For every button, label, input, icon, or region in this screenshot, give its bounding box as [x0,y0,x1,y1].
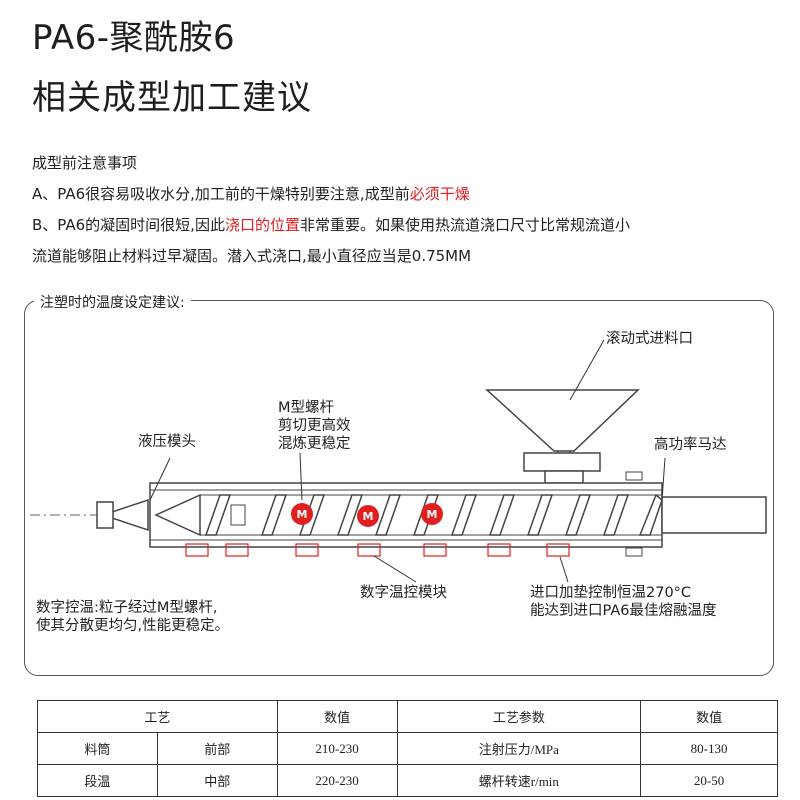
m-badge-text: M [297,508,308,521]
m-badge-circle [291,503,313,525]
note-b-highlight: 浇口的位置 [224,216,300,234]
nozzle-tip [111,498,149,532]
screw-label: M型螺杆 剪切更高效 混炼更稳定 [278,399,351,453]
note-a-text: A、PA6很容易吸收水分,加工前的干燥特别要注意,成型前 [32,185,410,203]
nozzle-cap [96,501,114,529]
nozzle-label: 液压模头 [138,434,196,450]
module-leader [373,555,417,583]
m-badge-text: M [427,508,438,521]
heater-band [487,543,511,557]
table-cell: 20-50 [640,764,778,797]
table-cell: 80-130 [640,732,778,765]
inlet-leader [559,556,569,583]
m-badge-1: M [291,503,313,525]
page-subtitle: 相关成型加工建议 [32,78,312,118]
digital-control-label: 数字控温:粒子经过M型螺杆, 使其分散更均匀,性能更稳定。 [36,599,229,635]
heater-band [185,543,209,557]
m-badge-2: M [357,505,379,527]
hopper-funnel [485,389,640,452]
table-cell: 料筒 [37,732,158,765]
screw-label-line1: M型螺杆 [278,400,335,416]
digital-control-line1: 数字控温:粒子经过M型螺杆, [36,600,218,616]
inlet-line1: 进口加垫控制恒温270°C [530,585,692,601]
table-header: 数值 [276,700,398,733]
note-b: B、PA6的凝固时间很短,因此浇口的位置非常重要。如果使用热流道浇口尺寸比常规流… [32,210,772,241]
motor-bolt-bottom [625,547,643,557]
table-cell: 段温 [37,764,158,797]
table-cell: 210-230 [276,732,398,765]
hopper-leader [569,339,605,401]
inlet-label: 进口加垫控制恒温270°C 能达到进口PA6最佳熔融温度 [530,584,716,620]
screw-label-line3: 混炼更稳定 [278,436,351,452]
motor-bolt-top [625,471,643,481]
table-cell: 220-230 [276,764,398,797]
table-cell: 螺杆转速r/min [396,764,642,797]
m-badge-3: M [421,503,443,525]
screw-label-line2: 剪切更高效 [278,418,351,434]
table-cell: 注射压力/MPa [396,732,642,765]
note-a-highlight: 必须干燥 [409,185,470,203]
heater-band [546,543,570,557]
digital-control-line2: 使其分散更均匀,性能更稳定。 [36,618,230,634]
heater-band [357,543,381,557]
check-ring [230,504,246,526]
m-badge-circle [421,503,443,525]
motor-shaft [661,496,767,534]
table-cell: 前部 [156,732,278,765]
page-title: PA6-聚酰胺6 [32,18,236,58]
screw-leader [299,452,303,501]
table-header: 数值 [640,700,778,733]
table-cell: 中部 [156,764,278,797]
note-a: A、PA6很容易吸收水分,加工前的干燥特别要注意,成型前必须干燥 [32,179,772,210]
note-b-line2: 流道能够阻止材料过早凝固。潜入式浇口,最小直径应当是0.75MM [32,247,472,265]
barrel [149,482,663,548]
module-label: 数字温控模块 [360,585,447,601]
hopper-flange [523,452,601,472]
params-table: 工艺 数值 工艺参数 数值 料筒 前部 210-230 注射压力/MPa 80-… [37,700,778,797]
heater-band [295,543,319,557]
table-header-row: 工艺 数值 工艺参数 数值 [37,700,778,733]
hopper-label: 滚动式进料口 [606,331,693,347]
note-b-text: B、PA6的凝固时间很短,因此 [32,216,225,234]
diagram-frame [24,300,774,676]
notes-section: 成型前注意事项 A、PA6很容易吸收水分,加工前的干燥特别要注意,成型前必须干燥… [32,148,772,272]
table-row: 段温 中部 220-230 螺杆转速r/min 20-50 [37,764,778,797]
diagram-title: 注塑时的温度设定建议: [34,292,191,312]
m-badge-text: M [363,510,374,523]
m-badge-circle [357,505,379,527]
table-header: 工艺 [37,700,278,733]
table-header: 工艺参数 [396,700,642,733]
motor-label: 高功率马达 [654,437,727,453]
note-b-suffix: 非常重要。如果使用热流道浇口尺寸比常规流道小 [299,216,630,234]
inlet-line2: 能达到进口PA6最佳熔融温度 [530,603,717,619]
nozzle-leader [149,457,171,501]
hopper-throat [544,470,584,484]
heater-band [423,543,447,557]
heater-band [225,543,249,557]
table-row: 料筒 前部 210-230 注射压力/MPa 80-130 [37,732,778,765]
heater-bands [185,543,570,557]
notes-heading: 成型前注意事项 [32,154,138,172]
motor-leader [661,457,666,501]
